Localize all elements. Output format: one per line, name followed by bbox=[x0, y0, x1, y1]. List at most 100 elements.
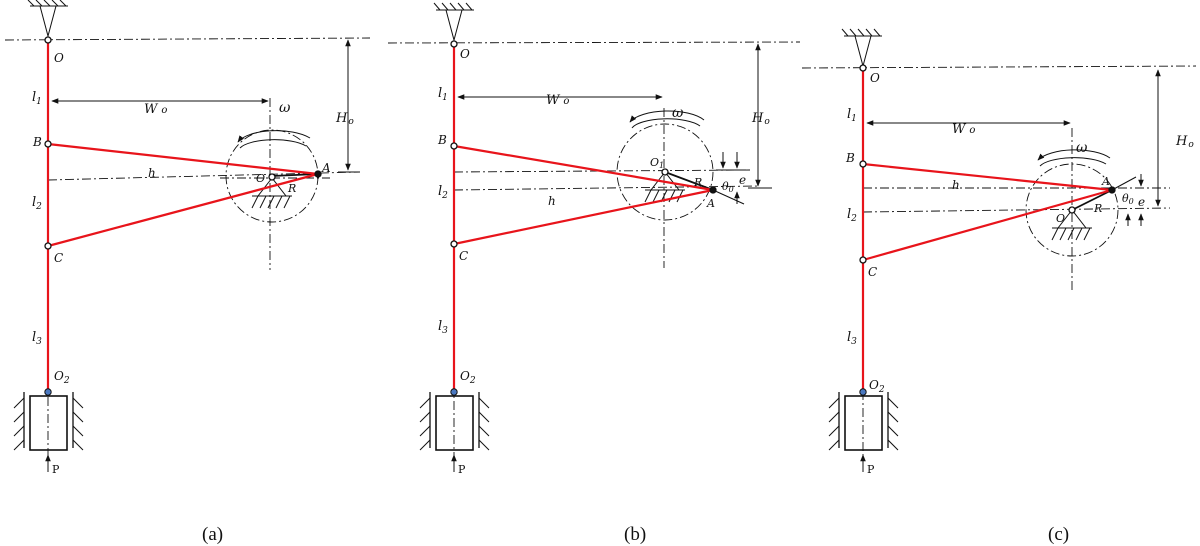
label-P: P bbox=[458, 463, 466, 476]
joint-B bbox=[44, 140, 52, 148]
h-reference-line bbox=[453, 185, 761, 191]
label-omega: ω bbox=[1076, 140, 1088, 156]
joint-C bbox=[44, 242, 52, 250]
top-reference-line bbox=[4, 37, 371, 41]
label-theta: θ0 bbox=[722, 180, 734, 194]
joint-A bbox=[709, 186, 717, 194]
crank-pivot-support bbox=[251, 177, 292, 209]
omega-rotation-arrow bbox=[629, 110, 705, 123]
label-O: O bbox=[460, 47, 470, 61]
label-B: B bbox=[845, 151, 855, 165]
label-O2: O2 bbox=[54, 369, 70, 386]
label-P: P bbox=[867, 463, 875, 476]
label-C: C bbox=[868, 265, 877, 279]
label-theta: θ0 bbox=[1122, 192, 1134, 206]
top-reference-line bbox=[801, 65, 1197, 69]
slider-block bbox=[419, 392, 490, 451]
label-l3: l3 bbox=[847, 330, 857, 347]
label-l3: l3 bbox=[438, 319, 448, 336]
label-l1: l1 bbox=[32, 90, 42, 107]
crank-circle bbox=[1025, 163, 1119, 257]
label-B: B bbox=[32, 135, 42, 149]
caption-b: (b) bbox=[624, 524, 646, 545]
label-R: R bbox=[287, 182, 296, 195]
label-O1: O bbox=[256, 172, 265, 185]
label-O2: O2 bbox=[869, 378, 885, 395]
label-O: O bbox=[54, 51, 64, 65]
link-BA bbox=[453, 144, 714, 192]
crank-pivot-support bbox=[1051, 209, 1092, 241]
label-O2: O2 bbox=[460, 369, 476, 386]
link-CA bbox=[453, 188, 714, 246]
joint-C bbox=[450, 240, 458, 248]
joint-O bbox=[450, 40, 458, 48]
link-CA bbox=[862, 188, 1113, 262]
joint-C bbox=[859, 256, 867, 264]
crank-link-R bbox=[664, 171, 714, 191]
omega-rotation-arrow bbox=[237, 130, 311, 143]
joint-O1 bbox=[661, 168, 669, 176]
label-l1: l1 bbox=[847, 107, 857, 124]
joint-B bbox=[859, 160, 867, 168]
link-CA bbox=[47, 172, 319, 248]
label-l3: l3 bbox=[32, 330, 42, 347]
joint-O1 bbox=[268, 173, 276, 181]
top-ground-support bbox=[27, 0, 68, 38]
joint-O2 bbox=[859, 388, 867, 396]
joint-A bbox=[1108, 186, 1116, 194]
label-R: R bbox=[1093, 202, 1102, 215]
label-O1: O1 bbox=[650, 156, 664, 170]
joint-A bbox=[314, 170, 322, 178]
label-P: P bbox=[52, 463, 60, 476]
label-omega: ω bbox=[279, 100, 291, 116]
omega-rotation-arrow bbox=[1037, 149, 1111, 161]
link-BA bbox=[862, 162, 1113, 192]
label-O: O bbox=[870, 71, 880, 85]
label-C: C bbox=[54, 251, 63, 265]
label-l1: l1 bbox=[438, 86, 448, 103]
label-A: A bbox=[706, 197, 715, 210]
theta-ray bbox=[712, 189, 745, 205]
o1-reference-line bbox=[862, 207, 1171, 213]
joint-O bbox=[859, 64, 867, 72]
crank-circle bbox=[616, 123, 714, 221]
label-h: h bbox=[952, 178, 960, 192]
crank-link-R bbox=[271, 173, 319, 177]
label-B: B bbox=[437, 133, 447, 147]
top-ground-support bbox=[841, 28, 882, 68]
label-H0: Ho bbox=[751, 111, 770, 127]
label-l2: l2 bbox=[438, 184, 448, 201]
label-A: A bbox=[321, 161, 331, 175]
label-C: C bbox=[459, 249, 468, 263]
top-ground-support bbox=[433, 2, 474, 42]
label-e: e bbox=[1138, 195, 1145, 209]
label-H0: Ho bbox=[335, 111, 354, 127]
joint-B bbox=[450, 142, 458, 150]
label-O1: O bbox=[1056, 212, 1065, 225]
label-h: h bbox=[148, 166, 156, 180]
label-l2: l2 bbox=[32, 195, 42, 212]
slider-block bbox=[13, 392, 84, 451]
joint-O2 bbox=[44, 388, 52, 396]
theta-ray bbox=[1111, 176, 1137, 191]
joint-O bbox=[44, 36, 52, 44]
crank-link-R bbox=[1071, 189, 1113, 211]
label-R: R bbox=[693, 176, 702, 189]
label-A: A bbox=[1101, 175, 1110, 188]
label-h: h bbox=[548, 194, 556, 208]
label-e: e bbox=[739, 173, 746, 187]
top-reference-line bbox=[387, 41, 801, 44]
label-H0: Ho bbox=[1175, 134, 1194, 150]
joint-O1 bbox=[1068, 206, 1076, 214]
slider-block bbox=[828, 392, 899, 451]
joint-O2 bbox=[450, 388, 458, 396]
label-l2: l2 bbox=[847, 207, 857, 224]
caption-c: (c) bbox=[1048, 524, 1069, 545]
